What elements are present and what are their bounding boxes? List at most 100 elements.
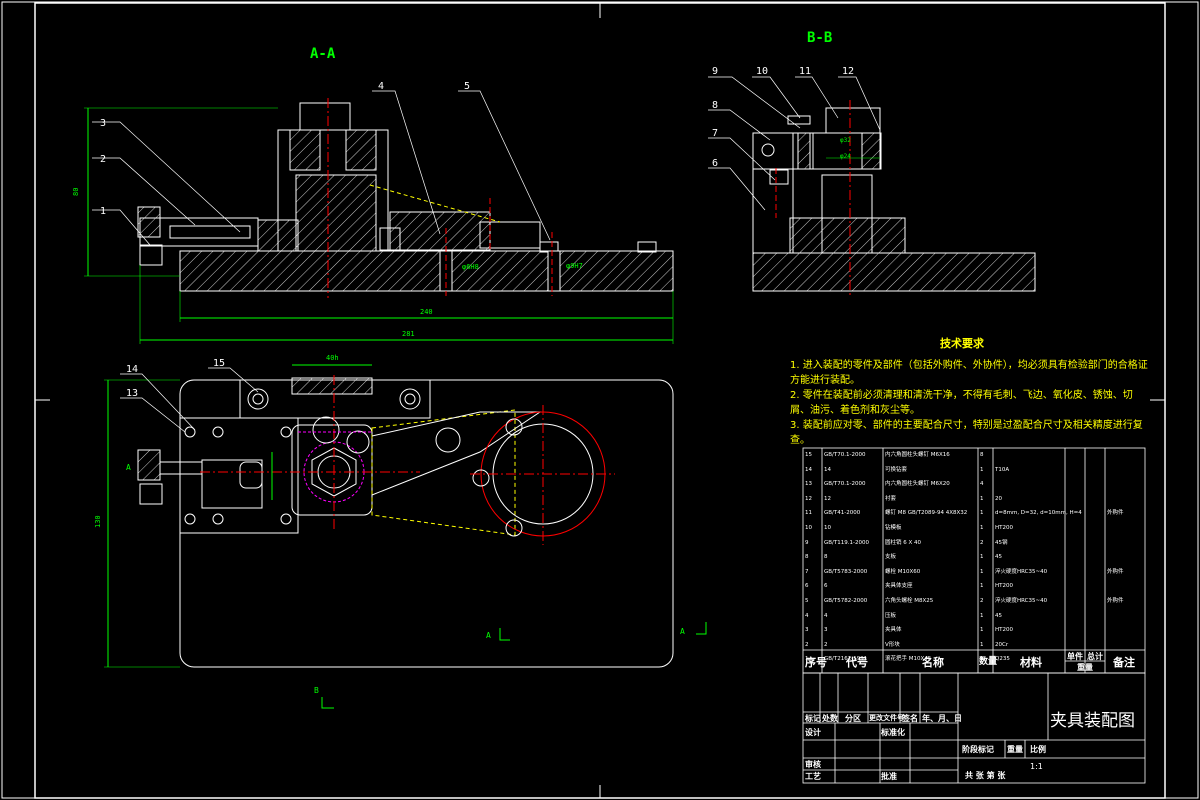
bom-cell-note [1105, 623, 1145, 638]
leader-1 [92, 209, 151, 246]
bom-cell-weight [1065, 623, 1085, 638]
hole-top-1 [247, 388, 269, 410]
bom-cell-weight [1065, 506, 1085, 521]
leader-15 [208, 367, 259, 393]
bom-cell-weight [1085, 536, 1105, 551]
bom-header-code: 代号 [846, 656, 868, 669]
tech-req-item: 1. 进入装配的零件及部件（包括外购件、外协件），均必须具有检验部门的合格证方能… [790, 360, 1148, 386]
base-outline-top [179, 379, 674, 668]
bom-cell-weight [1065, 536, 1085, 551]
clamp-arm-top [371, 411, 542, 496]
bom-cell-code: 6 [824, 583, 828, 590]
leader-8 [708, 109, 771, 141]
balloon-13: 13 [126, 388, 138, 399]
section-arrow-a-right [696, 622, 707, 635]
bom-cell-note [1105, 477, 1145, 492]
bom-cell-mat: 45 [995, 554, 1002, 561]
slide-block-top [201, 459, 263, 509]
plate-wall-bb [797, 132, 811, 170]
bom-cell-mat [993, 448, 1065, 463]
drill-plate-section [291, 377, 373, 395]
view-title-bb: B-B [807, 30, 832, 46]
technical-requirements: 技术要求 1. 进入装配的零件及部件（包括外购件、外协件），均必须具有检验部门的… [790, 337, 1150, 448]
bom-cell-weight [1065, 463, 1085, 478]
knurled-knob-aa [137, 206, 161, 238]
bom-header-total: 总计 [1087, 652, 1103, 661]
bom-cell-weight [1065, 594, 1085, 609]
bom-cell-mat: 淬火硬度HRC35~40 [995, 568, 1048, 575]
bom-cell-no: 3 [805, 627, 809, 634]
balloon-5: 5 [464, 81, 470, 92]
clamp-support [379, 227, 401, 251]
bom-cell-qty: 1 [980, 495, 984, 502]
tb-weight: 重量 [1007, 745, 1023, 754]
dim-height-text: 80 [72, 188, 80, 196]
screw-hole-tm [212, 426, 224, 438]
bom-cell-no: 10 [805, 524, 812, 531]
bom-cell-code: GB/T2162-1991 [824, 656, 868, 663]
section-mark-a-mid: A [486, 631, 491, 640]
leader-12 [838, 76, 881, 131]
bom-cell-name: 六角头螺栓 M8X25 [885, 597, 934, 604]
section-view-bb: B-B φ32 φ24 9 10 11 12 8 7 6 [708, 30, 1036, 296]
bom-cell-qty: 1 [980, 568, 984, 575]
bolt-bb [769, 169, 789, 185]
bom-cell-weight [1085, 579, 1105, 594]
locator-1 [505, 418, 523, 436]
bom-cell-mat: d=8mm, D=32, d=10mm, H=4 [995, 510, 1082, 517]
bom-cell-weight [1065, 609, 1085, 624]
bom-cell-mat: 20Cr [995, 641, 1009, 648]
screw-hole-bm [212, 513, 224, 525]
clamp-pin-top [346, 430, 370, 454]
bom-header-name: 名称 [922, 656, 944, 669]
bom-cell-code: 10 [824, 524, 831, 531]
screw-shaft [169, 225, 251, 239]
bom-cell-mat [993, 477, 1065, 492]
dim-inner-text: 240 [420, 308, 433, 316]
balloon-4: 4 [378, 81, 384, 92]
balloon-2: 2 [100, 154, 106, 165]
bom-cell-name: 压板 [885, 612, 897, 619]
bushing-top-circle [312, 416, 340, 444]
bom-cell-weight [1065, 448, 1085, 463]
bom-cell-mat: HT200 [995, 627, 1013, 634]
tb-sheets: 共 张 第 张 [965, 771, 1006, 780]
dim-side-text: 130 [94, 515, 102, 528]
tb-design: 设计 [805, 728, 821, 737]
balloon-3: 3 [100, 118, 106, 129]
bom-cell-name: 支板 [885, 554, 897, 561]
knob-base [139, 244, 163, 266]
bom-cell-no: 2 [805, 641, 809, 648]
leader-3 [92, 121, 241, 233]
drawing-name: 夹具装配图 [1050, 711, 1135, 731]
bom-cell-weight [1065, 477, 1085, 492]
screw-hole-br [280, 513, 292, 525]
bom-cell-no: 11 [805, 510, 812, 517]
bom-cell-name: 螺钉 M8 GB/T2089-94 4X8X32 [885, 510, 968, 517]
screw-head-bb [787, 115, 811, 125]
bom-cell-qty: 1 [980, 612, 984, 619]
bom-cell-name: 夹具体支座 [885, 583, 913, 590]
dim-total-text: 281 [402, 330, 415, 338]
bom-cell-weight [1085, 477, 1105, 492]
bom-cell-weight [1085, 521, 1105, 536]
bushing-right [345, 129, 377, 171]
bom-cell-code: 3 [824, 627, 828, 634]
bom-cell-note [1105, 521, 1145, 536]
balloon-9: 9 [712, 66, 718, 77]
base-plate [179, 250, 674, 292]
bom-cell-mat: HT200 [995, 524, 1013, 531]
bom-cell-code: GB/T5783-2000 [824, 568, 868, 575]
bom-cell-no: 13 [805, 481, 812, 488]
locator-3 [505, 519, 523, 537]
v-block-bb [789, 217, 906, 254]
bom-cell-no: 12 [805, 495, 812, 502]
tb-process: 工艺 [805, 772, 821, 781]
